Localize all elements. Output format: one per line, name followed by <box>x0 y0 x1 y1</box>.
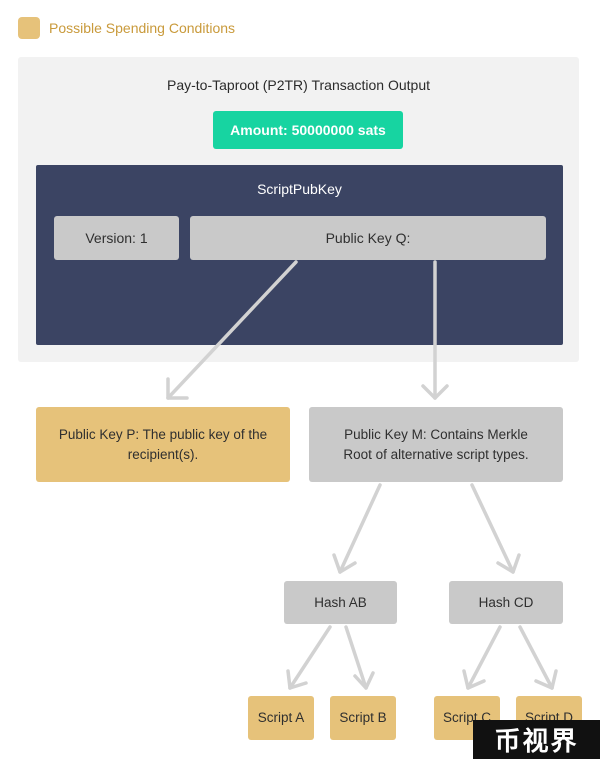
output-title: Pay-to-Taproot (P2TR) Transaction Output <box>167 77 430 93</box>
arrow-m-to-hcd <box>470 483 515 574</box>
public-key-p-text: Public Key P: The public key of the reci… <box>58 426 268 462</box>
legend: Possible Spending Conditions <box>18 16 235 40</box>
arrowhead-q-to-p <box>166 377 189 400</box>
public-key-m-box: Public Key M: Contains Merkle Root of al… <box>309 407 563 482</box>
arrowhead-hcd-to-sc <box>462 669 486 690</box>
legend-label: Possible Spending Conditions <box>49 20 236 36</box>
arrowhead-hab-to-sa <box>286 669 308 690</box>
arrow-hcd-to-sc <box>466 625 502 690</box>
hash-ab-node: Hash AB <box>284 581 397 624</box>
arrow-hab-to-sb <box>344 625 368 690</box>
scriptpubkey-title: ScriptPubKey <box>257 181 342 197</box>
watermark-logo: 币视界 <box>473 720 600 759</box>
arrowhead-m-to-hcd <box>496 553 521 574</box>
scriptpubkey-panel: ScriptPubKey Version: 1 Public Key Q: <box>36 165 563 345</box>
arrowhead-hcd-to-sd <box>534 669 558 690</box>
arrowhead-q-to-m <box>421 384 449 400</box>
arrow-hab-to-sa <box>288 625 332 690</box>
legend-swatch <box>18 17 40 39</box>
public-key-p-box: Public Key P: The public key of the reci… <box>36 407 290 482</box>
public-key-m-text: Public Key M: Contains Merkle Root of al… <box>343 426 529 462</box>
arrow-m-to-hab <box>338 483 382 574</box>
arrow-hcd-to-sd <box>518 625 554 690</box>
script-a-node: Script A <box>248 696 314 740</box>
script-b-node: Script B <box>330 696 396 740</box>
arrowhead-m-to-hab <box>332 553 357 574</box>
arrowhead-hab-to-sb <box>353 671 375 690</box>
amount-badge: Amount: 50000000 sats <box>213 111 403 149</box>
hash-cd-node: Hash CD <box>449 581 563 624</box>
public-key-q-box: Public Key Q: <box>190 216 546 260</box>
version-box: Version: 1 <box>54 216 179 260</box>
